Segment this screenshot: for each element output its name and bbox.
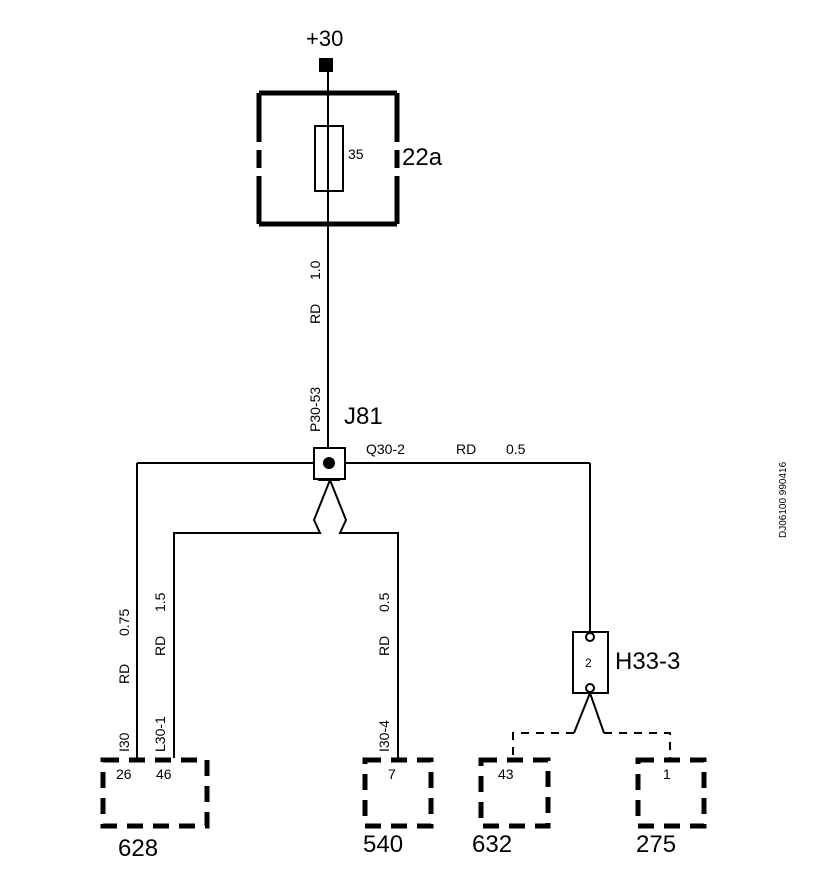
right-branch-circuit: Q30-2 bbox=[366, 441, 405, 457]
branch-628a-circuit: I30 bbox=[116, 732, 132, 752]
component-275-pin: 1 bbox=[663, 766, 671, 782]
component-540-box bbox=[362, 757, 434, 829]
component-632-label: 632 bbox=[472, 831, 512, 858]
component-275-box bbox=[635, 757, 707, 829]
fuse-rating: 35 bbox=[348, 146, 364, 162]
branch-628b-size: 1.5 bbox=[152, 592, 168, 612]
branch-540-color: RD bbox=[376, 636, 392, 656]
junction-label: J81 bbox=[344, 403, 383, 430]
junction-dot bbox=[323, 457, 335, 469]
branch-540-size: 0.5 bbox=[376, 592, 392, 612]
right-branch-size: 0.5 bbox=[506, 441, 526, 457]
branch-628a-color: RD bbox=[116, 664, 132, 684]
component-632-pin: 43 bbox=[498, 766, 514, 782]
right-branch-color: RD bbox=[456, 441, 476, 457]
supply-label: +30 bbox=[306, 26, 343, 51]
document-code: DJ06100 990416 bbox=[778, 461, 789, 538]
connector-h33-pin-top bbox=[585, 632, 595, 642]
connector-h33-pin-bottom bbox=[585, 683, 595, 693]
branch-628b-circuit: L30-1 bbox=[152, 716, 168, 752]
main-wire-size: 1.0 bbox=[307, 260, 323, 280]
main-wire-color: RD bbox=[307, 304, 323, 324]
component-540-label: 540 bbox=[363, 831, 403, 858]
supply-terminal bbox=[319, 58, 333, 72]
component-628-box bbox=[100, 757, 210, 829]
connector-h33-body bbox=[572, 631, 609, 694]
component-540-pin: 7 bbox=[388, 766, 396, 782]
fuse-box-label: 22a bbox=[402, 144, 443, 171]
component-628-pin-a: 26 bbox=[116, 766, 132, 782]
branch-540-circuit: I30-4 bbox=[376, 720, 392, 752]
branch-628a-size: 0.75 bbox=[116, 609, 132, 636]
main-wire-circuit: P30-53 bbox=[307, 387, 323, 432]
component-628-label: 628 bbox=[118, 835, 158, 862]
branch-628b-color: RD bbox=[152, 636, 168, 656]
connector-h33-label: H33-3 bbox=[615, 648, 680, 675]
connector-h33-pin: 2 bbox=[585, 656, 592, 670]
component-632-box bbox=[478, 757, 551, 829]
component-275-label: 275 bbox=[636, 831, 676, 858]
component-628-pin-b: 46 bbox=[156, 766, 172, 782]
